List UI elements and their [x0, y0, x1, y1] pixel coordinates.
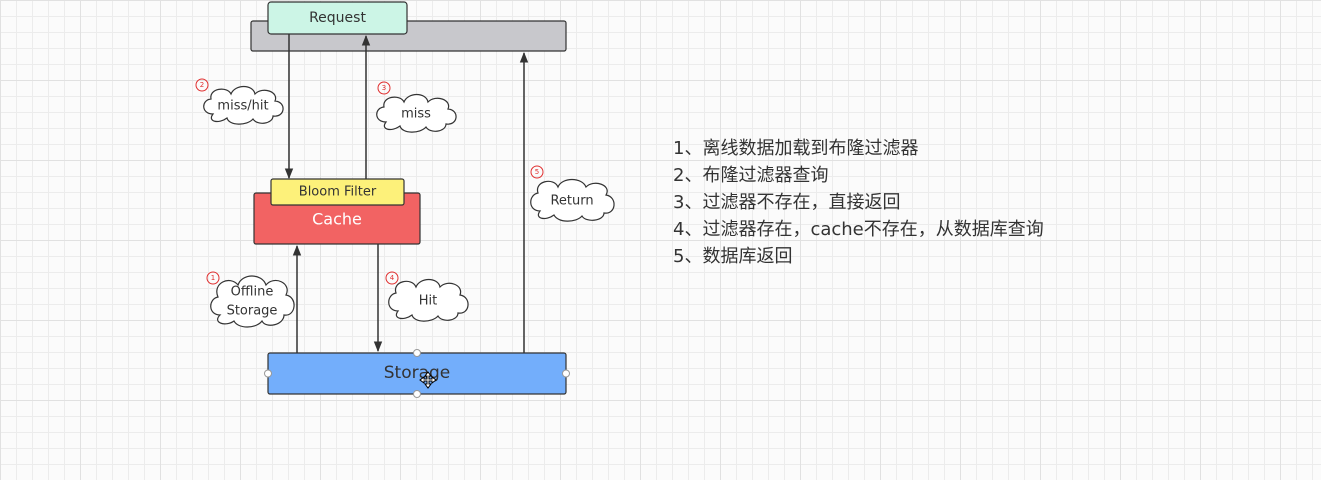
- request-node[interactable]: Request: [267, 1, 408, 35]
- cloud-miss[interactable]: miss: [376, 93, 457, 133]
- flow-diagram: Request Cache Bloom Filter Storage: [195, 1, 615, 398]
- step-item: 3、过滤器不存在，直接返回: [673, 192, 901, 213]
- svg-text:5: 5: [535, 168, 539, 176]
- badge-3: 3: [377, 81, 391, 95]
- cloud-return-text: Return: [550, 194, 593, 209]
- badge-4: 4: [385, 271, 399, 285]
- badge-1: 1: [206, 271, 220, 285]
- cloud-hit-text: Hit: [419, 294, 437, 309]
- storage-label: Storage: [384, 363, 451, 383]
- svg-text:3: 3: [382, 84, 386, 92]
- bloom-filter-label: Bloom Filter: [299, 185, 377, 200]
- cloud-miss-hit[interactable]: miss/hit: [203, 85, 284, 125]
- cache-label: Cache: [312, 210, 362, 229]
- resize-handle-bottom[interactable]: [413, 390, 421, 398]
- cloud-offline-text-line1: Offline: [231, 285, 274, 300]
- svg-text:1: 1: [211, 274, 215, 282]
- cloud-return[interactable]: Return: [530, 178, 615, 222]
- move-cursor-icon: [419, 371, 437, 389]
- step-item: 4、过滤器存在，cache不存在，从数据库查询: [673, 219, 1044, 240]
- request-label: Request: [309, 10, 366, 26]
- cloud-miss-hit-text: miss/hit: [217, 99, 268, 114]
- resize-handle-top[interactable]: [413, 349, 421, 357]
- svg-text:2: 2: [200, 81, 204, 89]
- steps-list: 1、离线数据加载到布隆过滤器 2、布隆过滤器查询 3、过滤器不存在，直接返回 4…: [673, 135, 1044, 270]
- resize-handle-right[interactable]: [562, 369, 570, 378]
- badge-5: 5: [530, 165, 544, 179]
- cloud-offline-text-line2: Storage: [227, 304, 278, 319]
- cloud-hit[interactable]: Hit: [388, 278, 469, 322]
- resize-handle-left[interactable]: [264, 369, 272, 378]
- cloud-offline-storage[interactable]: Offline Storage: [210, 275, 295, 328]
- step-item: 2、布隆过滤器查询: [673, 165, 829, 186]
- badge-2: 2: [195, 78, 209, 92]
- storage-node[interactable]: Storage: [264, 349, 570, 398]
- step-item: 5、数据库返回: [673, 246, 793, 267]
- cloud-miss-text: miss: [401, 107, 431, 122]
- step-item: 1、离线数据加载到布隆过滤器: [673, 138, 919, 159]
- bloom-filter-node[interactable]: Bloom Filter: [270, 178, 405, 206]
- svg-text:4: 4: [390, 274, 395, 282]
